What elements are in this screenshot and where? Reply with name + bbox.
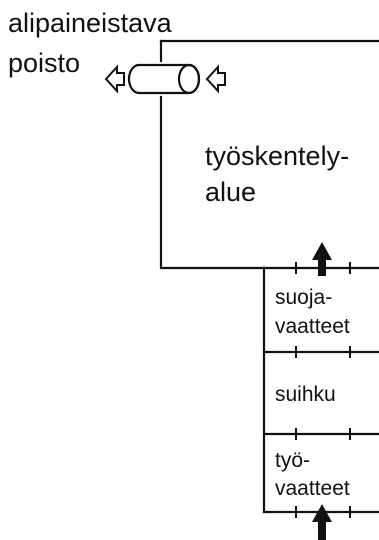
shower-label: suihku [275,383,336,406]
door-ticks [295,262,351,518]
work-clothes-label-line1: työ- [275,449,311,472]
protective-clothes-label-line2: vaatteet [275,315,350,338]
outlet-arrow-left-icon [104,64,125,94]
exhaust-label-line2: poisto [8,48,81,78]
protective-clothes-label-line1: suoja- [275,286,333,309]
work-clothes-label-line2: vaatteet [275,477,350,500]
workspace-label-line2: alue [205,177,257,207]
entry-arrow-up-icon [312,242,332,276]
exhaust-pipe-icon [127,63,201,95]
entry-arrow-up-icon [312,504,332,540]
workspace-left-wall-lower [159,95,379,270]
inlet-arrow-left-icon [205,64,226,94]
workspace-label-line1: työskentely- [205,141,350,171]
exhaust-label-line1: alipaineistava [8,8,172,38]
